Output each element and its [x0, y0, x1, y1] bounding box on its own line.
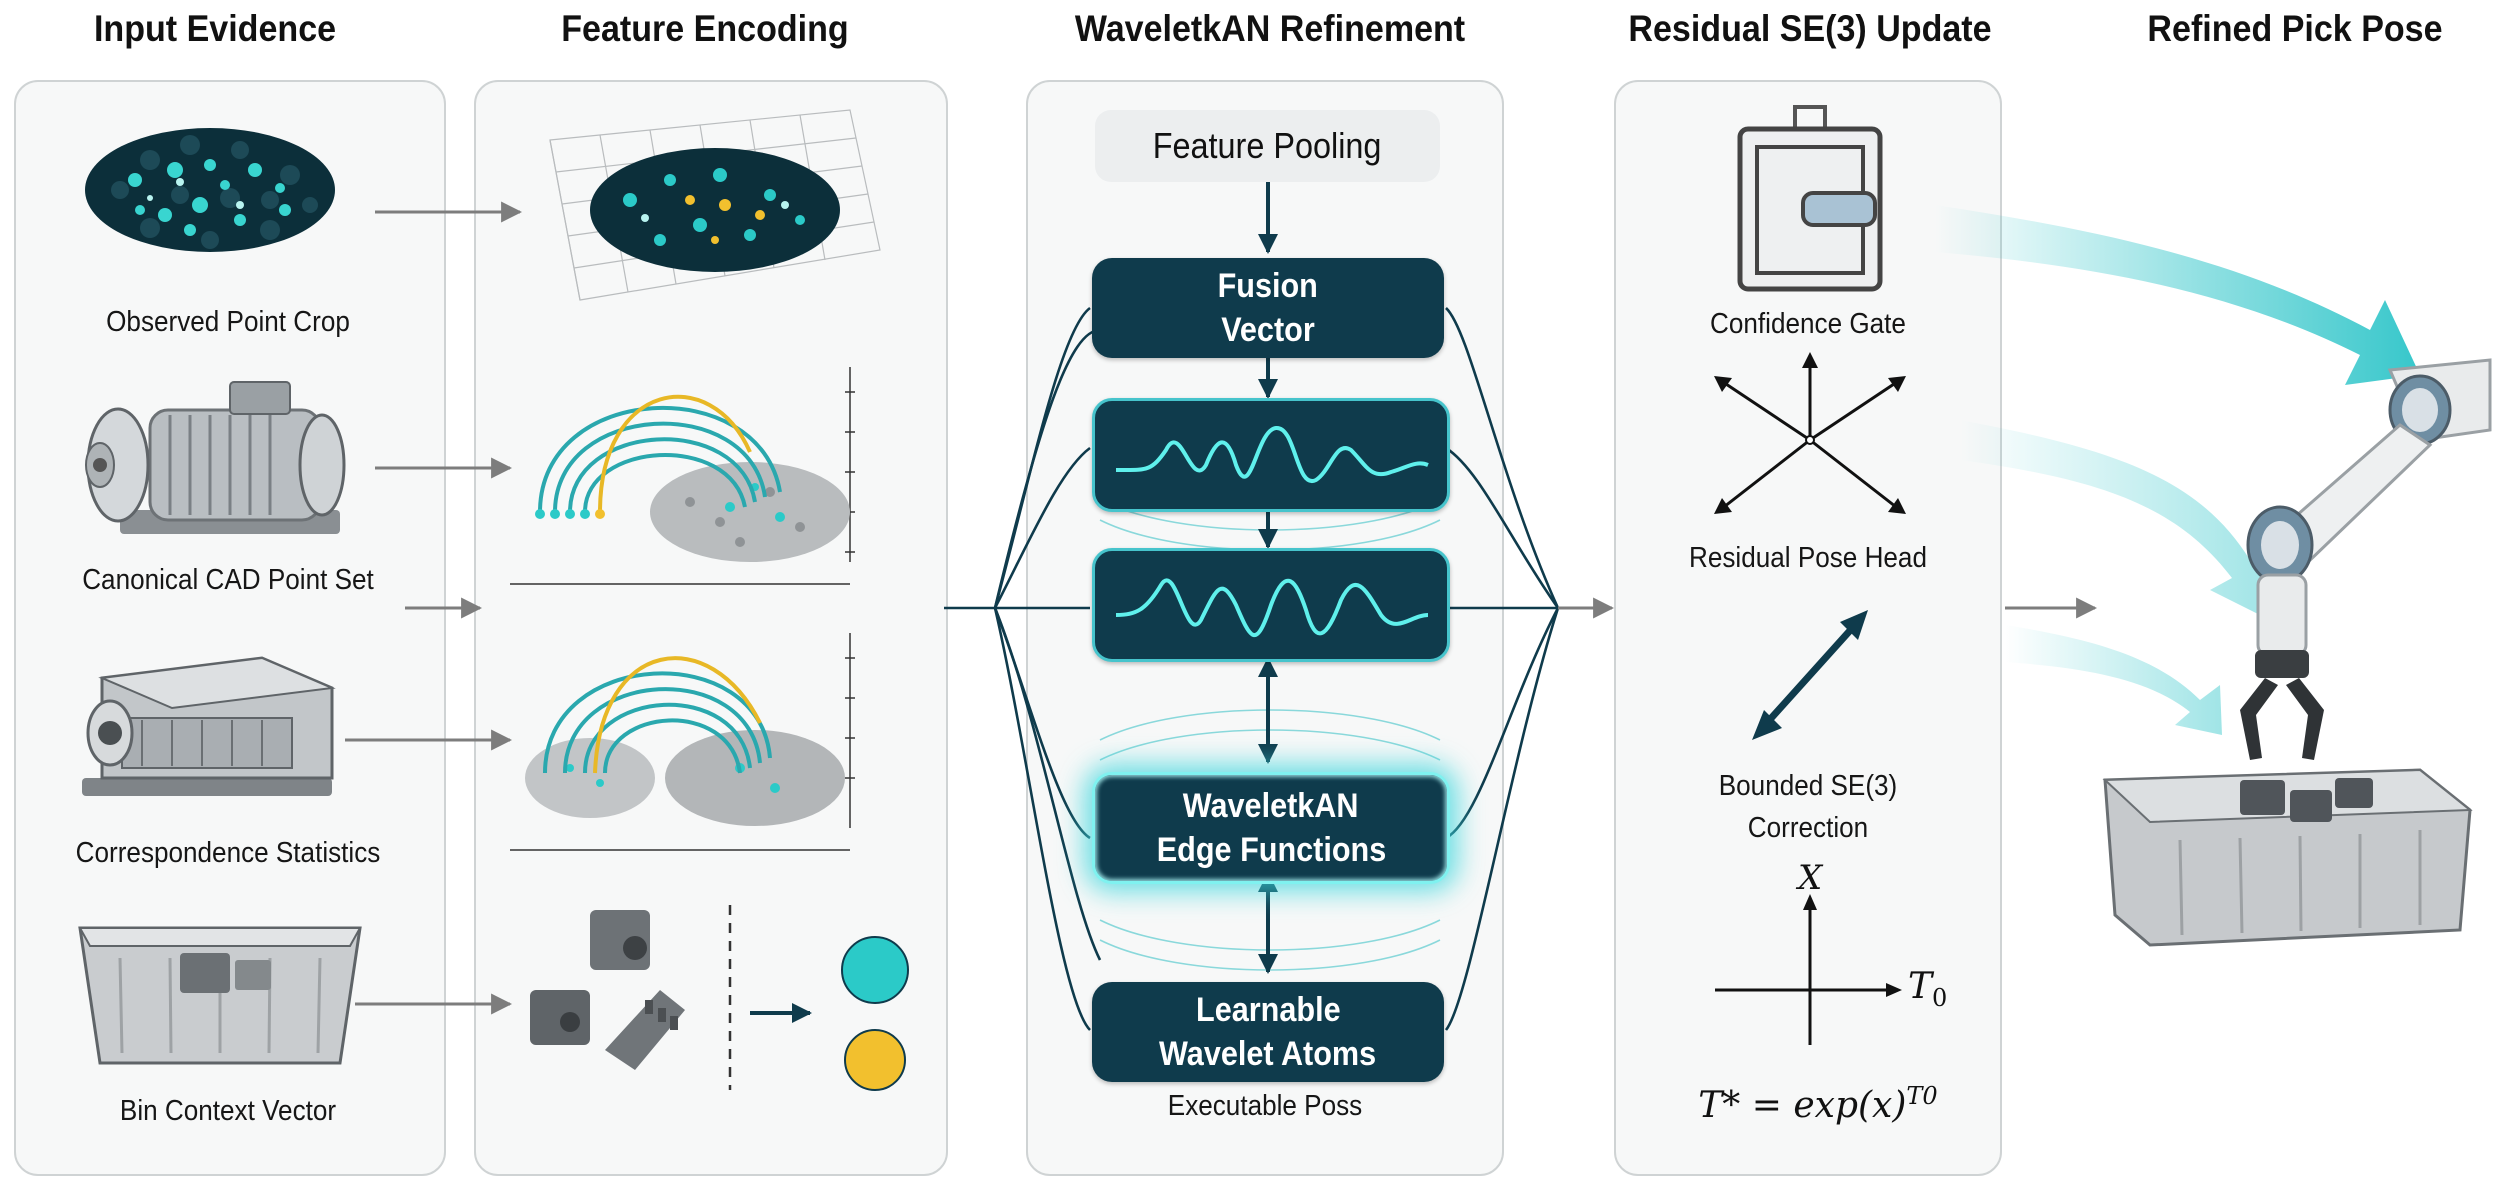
- encoding-bin-context-parts: [530, 905, 909, 1091]
- wavelet-waveform-2: [1115, 578, 1429, 637]
- wavelet-signal-node-2: [1092, 548, 1450, 662]
- confidence-gate-icon: [1737, 105, 1883, 292]
- wavelet-signal-node-1: [1092, 398, 1450, 512]
- canonical-cad-motor-image: [85, 381, 346, 534]
- title-input-evidence: Input Evidence: [93, 8, 337, 49]
- formula-main: T* = exp(x): [1698, 1085, 1907, 1126]
- correction-axes: [1715, 894, 1902, 1045]
- label-correspondence-statistics: Correspondence Statistics: [75, 837, 381, 869]
- observed-point-crop-image: [85, 128, 335, 252]
- bin-context-image: [78, 926, 362, 1065]
- left-fan-connections: [944, 306, 1102, 1031]
- encoding-cad-correspondence-arcs: [510, 367, 855, 585]
- fusion-vector-node: Fusion Vector: [1092, 258, 1444, 358]
- title-refined-pick-pose: Refined Pick Pose: [2147, 8, 2443, 49]
- teal-sweep-arrows: [1935, 205, 2420, 735]
- executable-pose-caption: Executable Poss: [1167, 1090, 1363, 1122]
- refinement-vertical-arrows: [1258, 182, 1278, 974]
- residual-pose-star-icon: [1714, 352, 1906, 514]
- update-formula: T* = exp(x)T0: [1648, 1082, 1988, 1126]
- axis-label-x: X: [1798, 858, 1823, 898]
- label-residual-pose-head: Residual Pose Head: [1689, 542, 1927, 574]
- waveletkan-edge-functions-node: WaveletkAN Edge Functions: [1092, 772, 1450, 884]
- edge-functions-line2: Edge Functions: [1156, 831, 1386, 869]
- axis-label-t-subscript: 0: [1932, 984, 1948, 1013]
- label-bin-context-vector: Bin Context Vector: [119, 1095, 337, 1127]
- title-residual-update: Residual SE(3) Update: [1628, 8, 1992, 49]
- feature-pooling-box: Feature Pooling: [1095, 110, 1440, 182]
- input-to-encoding-arrows: [345, 201, 523, 1015]
- encoding-correspondence-statistics-arcs: [510, 633, 855, 851]
- label-canonical-cad-point-set: Canonical CAD Point Set: [82, 564, 374, 596]
- wavelet-atoms-line2: Wavelet Atoms: [1159, 1035, 1377, 1073]
- bounded-correction-double-arrow: [1752, 610, 1868, 740]
- wavelet-waveform-1: [1115, 426, 1429, 483]
- title-waveletkan-refinement: WaveletkAN Refinement: [1074, 8, 1466, 49]
- fusion-label-line1: Fusion: [1217, 267, 1319, 305]
- axis-label-t: T: [1908, 966, 1933, 1007]
- label-observed-point-crop: Observed Point Crop: [106, 306, 350, 338]
- axis-label-t0: T0: [1908, 966, 1947, 1012]
- robot-arm-picking-bin: [2102, 358, 2492, 947]
- label-confidence-gate: Confidence Gate: [1710, 308, 1906, 340]
- label-bounded-se3-line1: Bounded SE(3): [1718, 770, 1898, 802]
- feature-pooling-label: Feature Pooling: [1153, 125, 1382, 166]
- correspondence-housing-image: [82, 656, 336, 796]
- title-feature-encoding: Feature Encoding: [561, 8, 849, 49]
- edge-functions-line1: WaveletkAN: [1183, 787, 1359, 825]
- right-fan-connections: [1444, 307, 1615, 1031]
- label-bounded-se3-line2: Correction: [1747, 812, 1869, 844]
- encoding-3d-scatter-plot: [549, 109, 881, 301]
- learnable-wavelet-atoms-node: Learnable Wavelet Atoms: [1092, 982, 1444, 1082]
- fusion-label-line2: Vector: [1221, 311, 1315, 349]
- wavelet-atoms-line1: Learnable: [1195, 991, 1341, 1029]
- formula-superscript: T0: [1906, 1082, 1938, 1110]
